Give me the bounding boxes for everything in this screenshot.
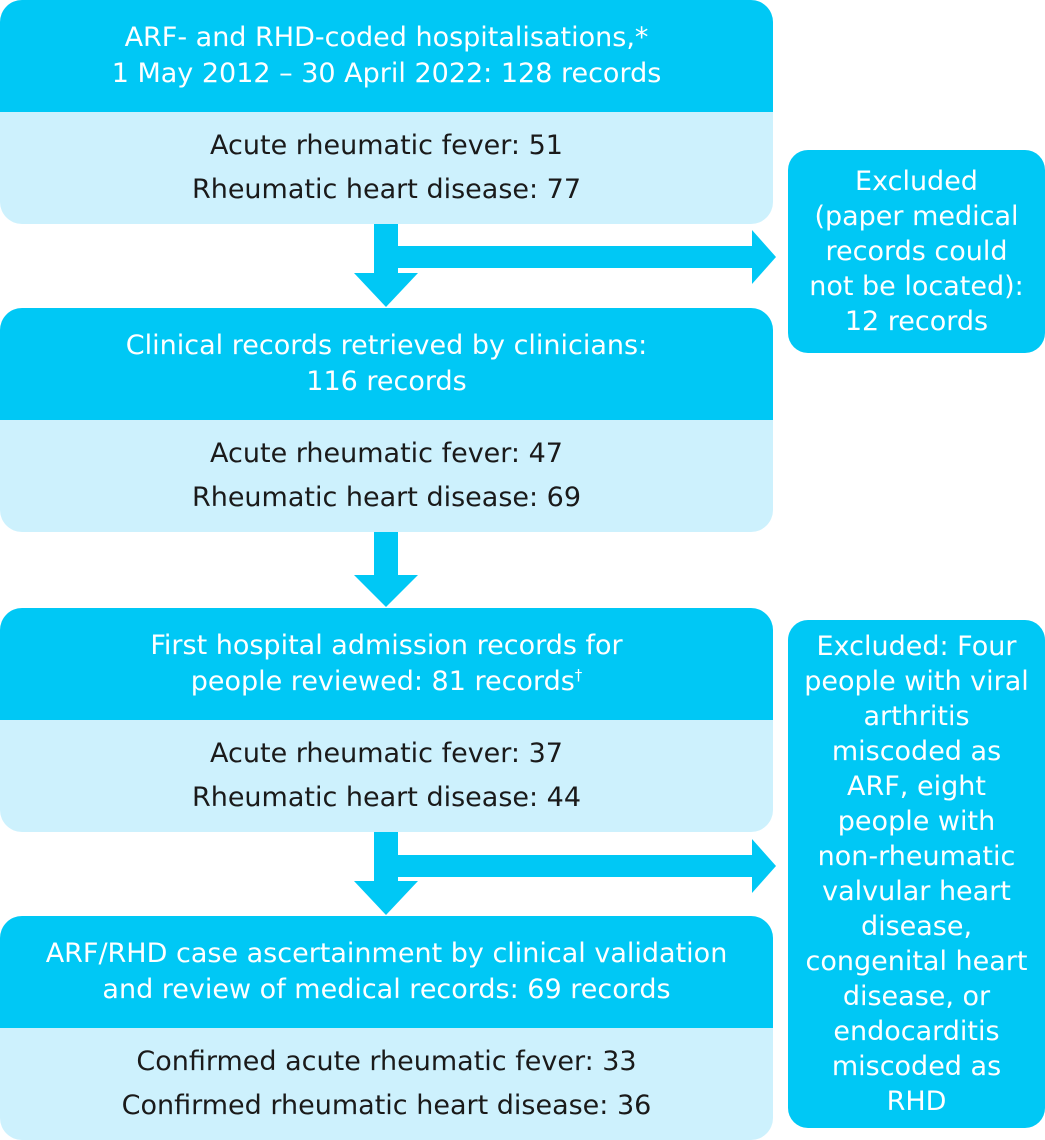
count-line: Confirmed acute rheumatic fever: 33 [136,1046,637,1077]
count-line: Acute rheumatic fever: 47 [210,438,563,469]
box-header: Clinical records retrieved by clinicians… [0,308,773,420]
header-line: ARF/RHD case ascertainment by clinical v… [45,938,728,969]
exclusion-line: people with [837,806,996,837]
count-line: Rheumatic heart disease: 44 [191,782,582,813]
exclusion-line: (paper medical [814,201,1019,232]
header-line: ARF- and RHD-coded hospitalisations,* [124,22,649,53]
exclusion-line: congenital heart [805,946,1028,977]
box-clinical-records-retrieved: Clinical records retrieved by clinicians… [0,308,773,532]
exclusion-line: endocarditis [833,1016,1000,1047]
header-text: people reviewed: 81 records [190,666,575,697]
box-case-ascertainment: ARF/RHD case ascertainment by clinical v… [0,916,773,1140]
header-line: 1 May 2012 – 30 April 2022: 128 records [111,58,662,89]
box-first-admission-records: First hospital admission records for peo… [0,608,773,832]
exclusion-line: Excluded [855,166,978,197]
count-line: Confirmed rheumatic heart disease: 36 [121,1090,652,1121]
header-line: and review of medical records: 69 record… [102,974,671,1005]
count-line: Acute rheumatic fever: 37 [210,738,563,769]
exclusion-line: 12 records [844,306,989,337]
header-line: people reviewed: 81 records† [191,664,583,700]
exclusion-box-miscoded: Excluded: Four people with viral arthrit… [788,620,1045,1128]
box-coded-hospitalisations: ARF- and RHD-coded hospitalisations,* 1 … [0,0,773,224]
right-arrow-1 [386,230,776,284]
count-line: Acute rheumatic fever: 51 [210,130,563,161]
dagger-footnote-mark: † [574,666,583,684]
box-header: ARF/RHD case ascertainment by clinical v… [0,916,773,1028]
exclusion-line: people with viral [804,666,1029,697]
right-arrow-2 [386,839,776,893]
exclusion-line: not be located): [809,271,1024,302]
count-line: Rheumatic heart disease: 69 [191,482,582,513]
exclusion-line: disease, [860,911,973,942]
exclusion-line: RHD [886,1086,947,1117]
exclusion-box-paper-records: Excluded (paper medical records could no… [788,150,1045,353]
exclusion-line: non-rheumatic [817,841,1016,872]
box-body: Confirmed acute rheumatic fever: 33 Conf… [0,1028,773,1140]
exclusion-line: arthritis [863,701,970,732]
exclusion-line: records could [825,236,1008,267]
box-header: First hospital admission records for peo… [0,608,773,720]
box-header: ARF- and RHD-coded hospitalisations,* 1 … [0,0,773,112]
exclusion-line: disease, or [842,981,991,1012]
box-body: Acute rheumatic fever: 37 Rheumatic hear… [0,720,773,832]
exclusion-line: miscoded as [831,1051,1002,1082]
down-arrow-2 [354,532,418,607]
header-line: First hospital admission records for [150,630,623,661]
exclusion-line: Excluded: Four [816,631,1017,662]
box-body: Acute rheumatic fever: 51 Rheumatic hear… [0,112,773,224]
count-line: Rheumatic heart disease: 77 [191,174,582,205]
box-body: Acute rheumatic fever: 47 Rheumatic hear… [0,420,773,532]
exclusion-line: miscoded as [831,736,1002,767]
exclusion-line: ARF, eight [847,771,986,802]
header-line: 116 records [306,366,467,397]
header-line: Clinical records retrieved by clinicians… [125,330,648,361]
exclusion-line: valvular heart [822,876,1011,907]
